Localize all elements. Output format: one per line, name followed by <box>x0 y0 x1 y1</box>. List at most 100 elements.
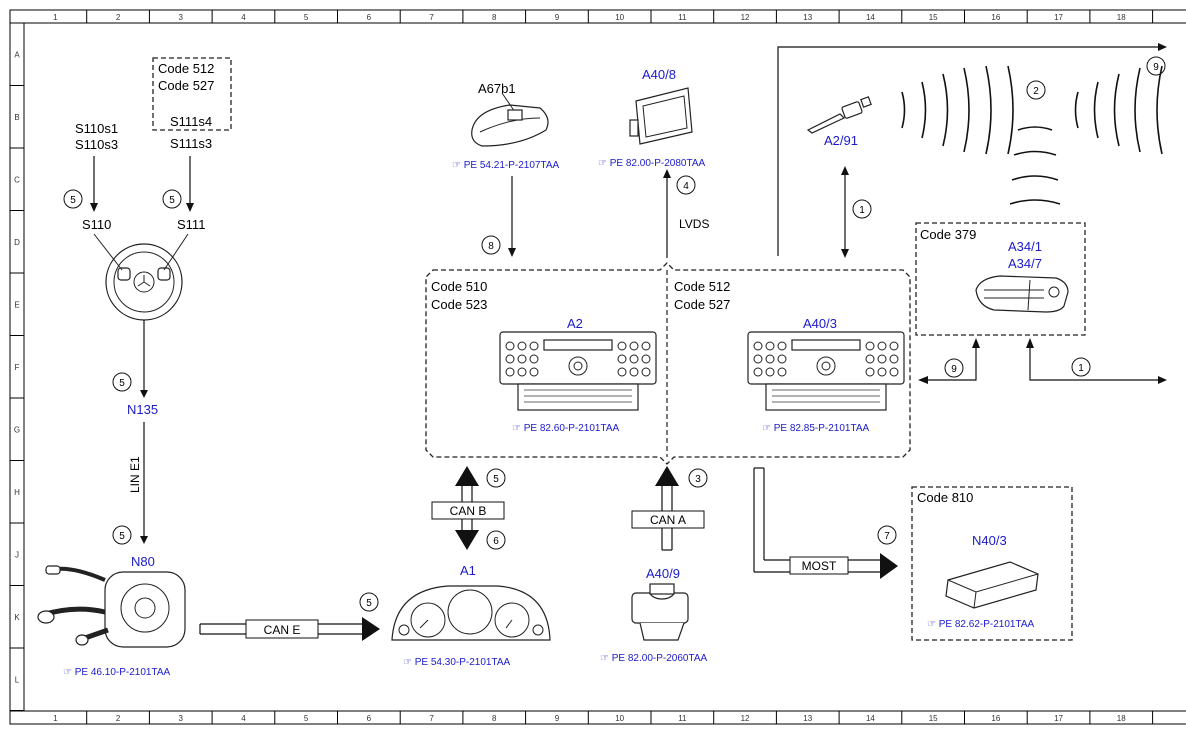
marker-1-right: 1 <box>1071 357 1091 377</box>
svg-text:6: 6 <box>493 536 499 547</box>
audio-unit-a40-3 <box>747 331 905 411</box>
instrument-cluster <box>391 585 551 641</box>
s110s3-label: S110s3 <box>75 137 118 152</box>
ruler-col-label: 11 <box>678 13 687 22</box>
ruler-frame: 1122334455667788991010111112121313141415… <box>9 9 1186 725</box>
ruler-col-label: 16 <box>991 13 1000 22</box>
display-screen <box>629 87 693 145</box>
code-379-box: Code 379 A34/1 A34/7 <box>915 222 1086 336</box>
marker-5-a1: 5 <box>359 592 379 612</box>
code-379-label: Code 379 <box>920 227 976 242</box>
s111s3-label: S111s3 <box>170 136 212 151</box>
marker-5-s111: 5 <box>162 189 182 209</box>
n80-label: N80 <box>131 554 155 569</box>
marker-5-n135: 5 <box>112 372 132 392</box>
svg-text:1: 1 <box>1078 363 1084 374</box>
ruler-row-label: L <box>15 675 20 684</box>
ruler-col-label: 10 <box>615 13 624 22</box>
ruler-col-label: 7 <box>429 714 434 723</box>
ruler-col-label: 18 <box>1117 13 1126 22</box>
code-512-label: Code 512 <box>158 61 214 76</box>
ruler-row-label: J <box>15 550 19 559</box>
ruler-col-label: 1 <box>53 714 58 723</box>
can-b-label: CAN B <box>450 504 487 518</box>
ruler-col-label: 14 <box>866 714 875 723</box>
svg-text:5: 5 <box>70 195 76 206</box>
marker-5-s110: 5 <box>63 189 83 209</box>
a1-ref: ☞ PE 54.30-P-2101TAA <box>403 657 511 668</box>
svg-text:9: 9 <box>951 364 957 375</box>
ruler-col-label: 13 <box>803 13 812 22</box>
ruler-col-label: 12 <box>741 714 750 723</box>
ruler-col-label: 4 <box>241 714 246 723</box>
ruler-col-label: 15 <box>929 714 938 723</box>
ruler-col-label: 6 <box>367 13 372 22</box>
svg-text:1: 1 <box>859 205 865 216</box>
code-510-label: Code 510 <box>431 279 487 294</box>
a2-label: A2 <box>567 316 583 331</box>
code-527-label: Code 527 <box>158 78 214 93</box>
a40-3-ref: ☞ PE 82.85-P-2101TAA <box>762 423 870 434</box>
ruler-row-label: B <box>14 113 19 122</box>
svg-text:5: 5 <box>493 474 499 485</box>
can-a-connection: CAN A <box>631 466 705 551</box>
can-e-label: CAN E <box>264 623 301 637</box>
marker-5-n80: 5 <box>112 525 132 545</box>
ruler-row-label: C <box>14 175 20 184</box>
ruler-row-label: F <box>15 363 20 372</box>
lvds-label: LVDS <box>679 217 709 231</box>
marker-8: 8 <box>481 235 501 255</box>
marker-7-most: 7 <box>877 525 897 545</box>
code-527-label-right: Code 527 <box>674 297 730 312</box>
a40-8-ref: ☞ PE 82.00-P-2080TAA <box>598 158 706 169</box>
a40-9-label: A40/9 <box>646 566 680 581</box>
ruler-col-label: 17 <box>1054 13 1063 22</box>
radio-waves <box>901 65 1163 205</box>
svg-text:8: 8 <box>488 241 494 252</box>
n135-label: N135 <box>127 402 158 417</box>
steering-column-module <box>37 565 186 648</box>
ruler-col-label: 8 <box>492 714 497 723</box>
ruler-col-label: 10 <box>615 714 624 723</box>
can-a-label: CAN A <box>650 513 686 527</box>
ruler-col-label: 1 <box>53 13 58 22</box>
can-e-connection: CAN E <box>199 617 380 641</box>
head-unit-box: Code 510 Code 523 Code 512 Code 527 A2 A… <box>425 262 911 465</box>
a40-8-label: A40/8 <box>642 67 676 82</box>
ruler-col-label: 13 <box>803 714 812 723</box>
marker-4: 4 <box>676 175 696 195</box>
ruler-col-label: 5 <box>304 714 309 723</box>
ruler-col-label: 14 <box>866 13 875 22</box>
a1-label: A1 <box>460 563 476 578</box>
n40-3-label: N40/3 <box>972 533 1007 548</box>
a40-3-label: A40/3 <box>803 316 837 331</box>
steering-wheel <box>93 233 189 321</box>
marker-6-can-b: 6 <box>486 530 506 550</box>
n40-3-ref: ☞ PE 82.62-P-2101TAA <box>927 619 1035 630</box>
s110-label: S110 <box>82 217 111 232</box>
svg-text:5: 5 <box>366 598 372 609</box>
ruler-row-label: H <box>14 488 20 497</box>
svg-text:5: 5 <box>119 378 125 389</box>
marker-9-right: 9 <box>944 358 964 378</box>
ruler-col-label: 9 <box>555 13 560 22</box>
ruler-col-label: 16 <box>991 714 1000 723</box>
ruler-col-label: 17 <box>1054 714 1063 723</box>
s111-label: S111 <box>177 217 205 232</box>
satellite-tuner <box>975 275 1069 313</box>
code-512-527-box: Code 512 Code 527 S111s4 <box>152 57 232 131</box>
n80-ref: ☞ PE 46.10-P-2101TAA <box>63 667 171 678</box>
ruler-col-label: 12 <box>741 13 750 22</box>
marker-9-top: 9 <box>1146 56 1166 76</box>
ruler-col-label: 6 <box>367 714 372 723</box>
ruler-col-label: 5 <box>304 13 309 22</box>
most-connection: MOST <box>753 467 898 579</box>
audio-unit-a2 <box>499 331 657 411</box>
a40-9-ref: ☞ PE 82.00-P-2060TAA <box>600 653 708 664</box>
antenna-a2-91 <box>806 96 872 134</box>
ruler-col-label: 2 <box>116 714 121 723</box>
s110s1-label: S110s1 <box>75 121 118 136</box>
ruler-col-label: 4 <box>241 13 246 22</box>
a34-7-label: A34/7 <box>1008 256 1042 271</box>
ruler-row-label: E <box>14 300 19 309</box>
